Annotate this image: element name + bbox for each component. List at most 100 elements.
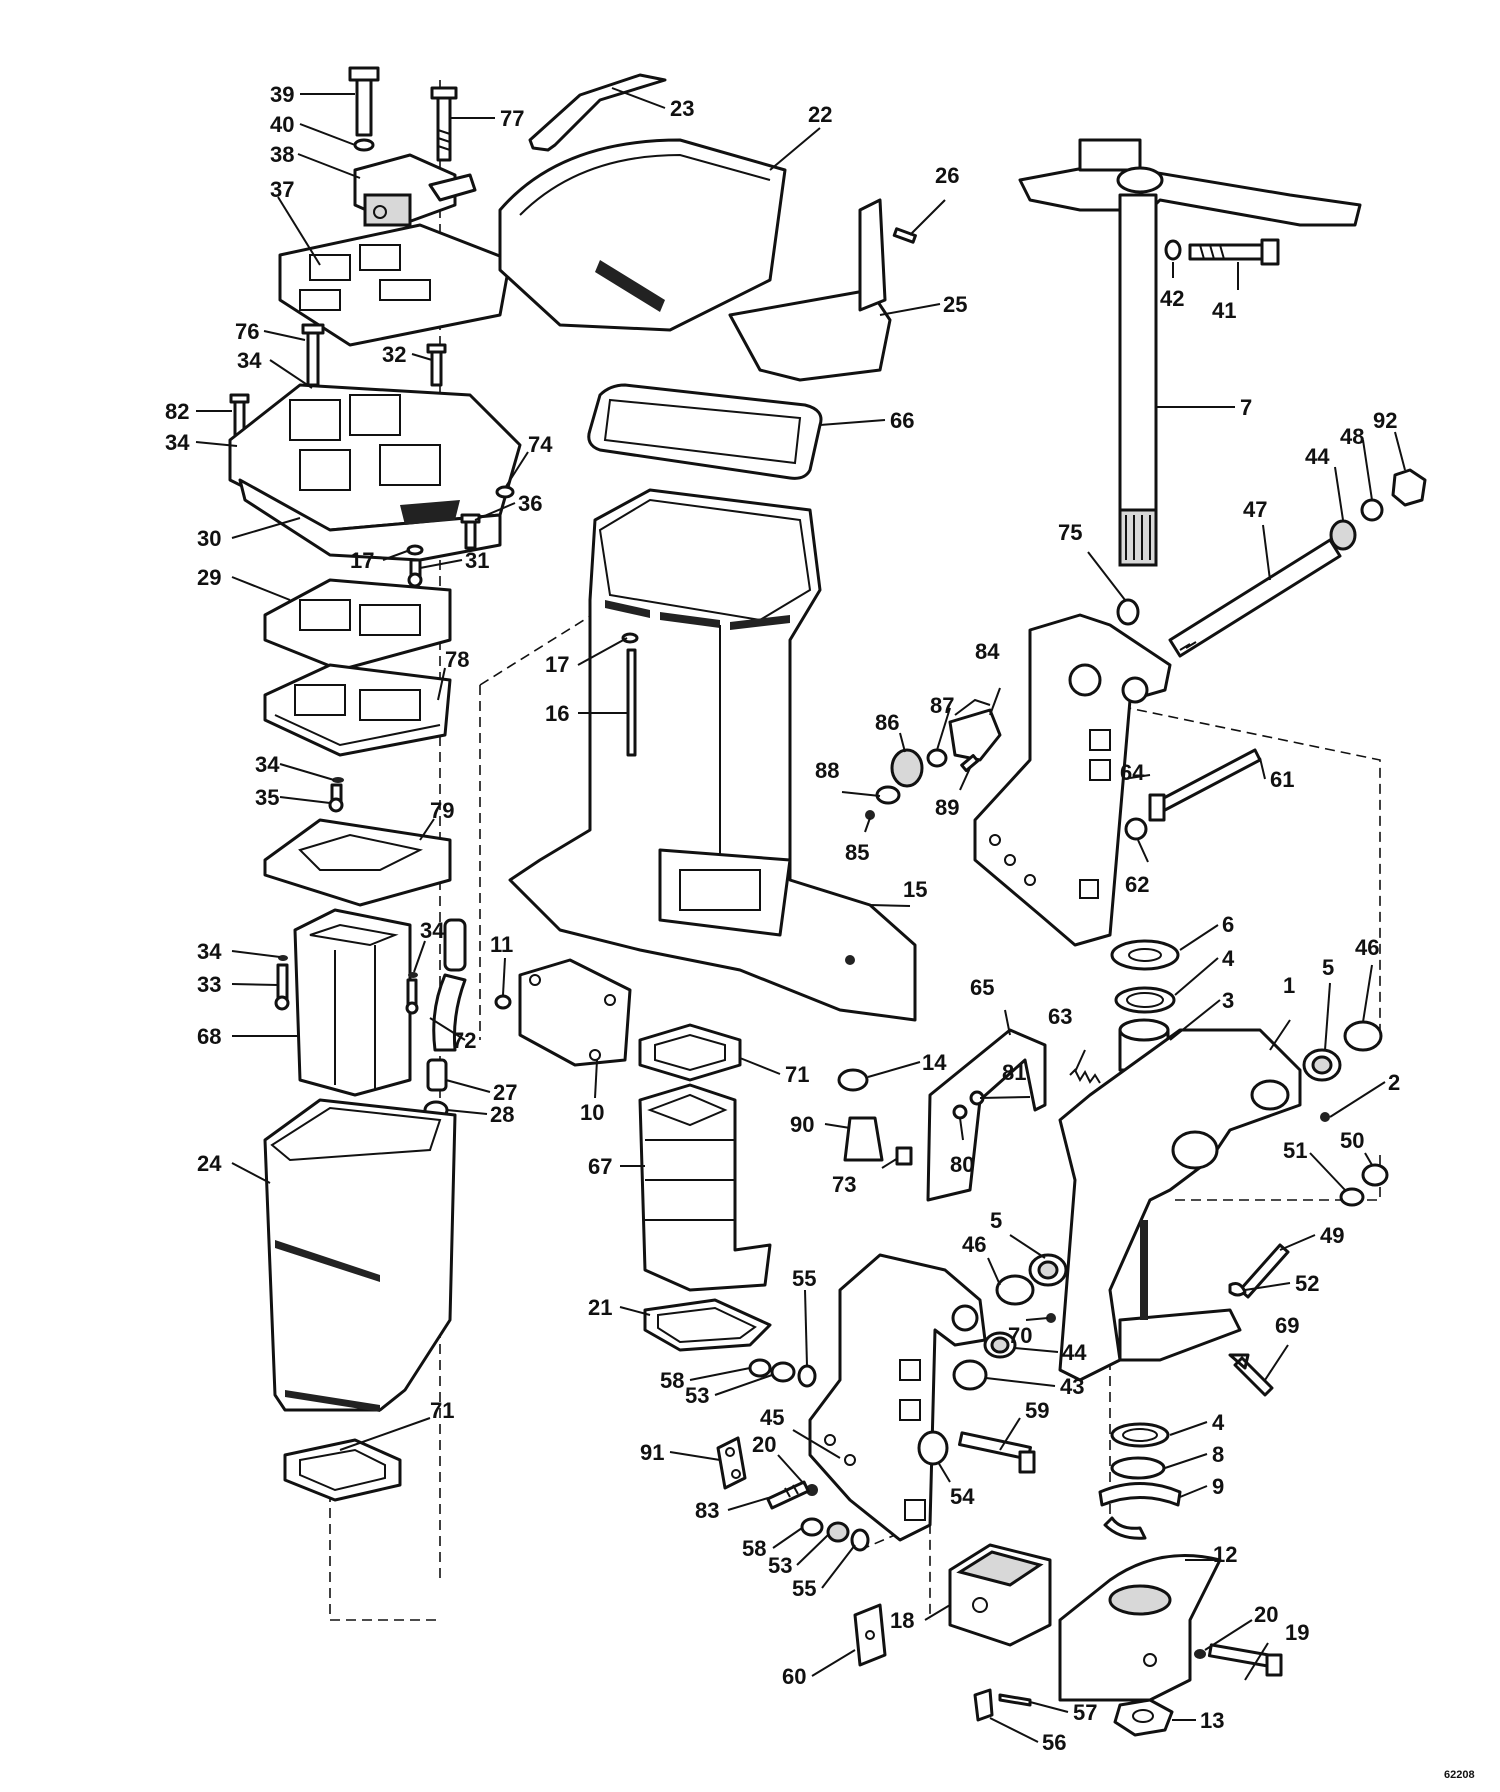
callout-5: 5 [990,1208,1002,1233]
seal-71b [638,1023,742,1082]
callout-49: 49 [1320,1223,1344,1248]
callout-6: 6 [1222,912,1234,937]
screw-26 [892,227,917,244]
tilt-lock-bracket-65 [926,1028,1047,1202]
hose-72 [432,918,467,1052]
callout-38: 38 [270,142,294,167]
callout-7: 7 [1240,395,1252,420]
callout-25: 25 [943,292,967,317]
washer-55a [797,1364,817,1388]
callout-69: 69 [1275,1313,1299,1338]
callout-50: 50 [1340,1128,1364,1153]
callout-58: 58 [660,1368,684,1393]
callout-14: 14 [922,1050,947,1075]
callout-55: 55 [792,1576,816,1601]
screw-69 [1228,1353,1274,1397]
bushing-75 [1116,598,1140,626]
screw-33 [274,963,290,1011]
callout-57: 57 [1073,1700,1097,1725]
callout-46: 46 [1355,935,1379,960]
screw-57 [998,1693,1032,1707]
callout-8: 8 [1212,1442,1224,1467]
callout-53: 53 [685,1383,709,1408]
screw-31 [407,558,423,588]
callout-91: 91 [640,1440,664,1465]
callout-28: 28 [490,1102,514,1127]
screw-89 [960,754,980,773]
callout-12: 12 [1213,1542,1237,1567]
motor-cover-22 [498,138,787,332]
callout-47: 47 [1243,497,1267,522]
callout-22: 22 [808,102,832,127]
nut-53a [770,1361,796,1383]
switch-84 [948,698,1002,762]
bushing-58a [748,1358,772,1378]
bushing-5b [1028,1253,1068,1287]
exhaust-tube-68 [293,908,412,1097]
nut-92 [1391,468,1427,507]
washer-44a [1329,519,1357,551]
callout-39: 39 [270,82,294,107]
bolt-39 [348,66,380,137]
callout-86: 86 [875,710,899,735]
callout-20: 20 [1254,1602,1278,1627]
callout-90: 90 [790,1112,814,1137]
plate-91 [716,1436,747,1490]
clip-52 [1228,1282,1247,1297]
bracket-38 [353,153,477,227]
callout-45: 45 [760,1405,784,1430]
callout-65: 65 [970,975,994,1000]
plate-60 [853,1603,887,1667]
leader-lines [195,87,1406,1743]
rod-61 [1148,748,1262,822]
callout-40: 40 [270,112,294,137]
bushing-4a [1114,986,1176,1014]
callout-1: 1 [1283,973,1295,998]
exhaust-seal-67 [638,1083,772,1292]
callout-78: 78 [445,647,469,672]
callout-35: 35 [255,785,279,810]
callout-76: 76 [235,319,259,344]
callout-17: 17 [545,652,569,677]
callout-41: 41 [1212,298,1236,323]
callout-53: 53 [768,1553,792,1578]
callout-46: 46 [962,1232,986,1257]
callout-70: 70 [1008,1323,1032,1348]
callout-labels: 39 40 77 38 37 76 34 32 82 34 74 36 30 1… [165,82,1475,1781]
callout-85: 85 [845,840,869,865]
drive-shaft-housing-15 [508,488,917,1022]
washer-20b [1194,1649,1206,1659]
bushing-48 [1360,498,1384,522]
callout-34: 34 [420,918,445,943]
callout-34: 34 [237,348,262,373]
nut-44b [983,1331,1017,1359]
callout-34: 34 [255,752,280,777]
bolt-59 [958,1431,1036,1474]
washer-74 [495,485,515,499]
callout-23: 23 [670,96,694,121]
callout-11: 11 [490,932,513,957]
callout-56: 56 [1042,1730,1066,1755]
callout-18: 18 [890,1608,914,1633]
handle-23 [528,73,667,152]
lower-swivel-12 [1058,1554,1222,1702]
gasket-79 [263,818,452,907]
exhaust-housing-24 [263,1098,457,1412]
callout-72: 72 [452,1028,476,1053]
bolt-77 [430,86,458,162]
cover-25 [728,198,892,382]
callout-64: 64 [1120,760,1145,785]
gasket-37 [278,223,512,347]
plug-90 [843,1116,884,1162]
washer-34c [332,777,344,783]
callout-36: 36 [518,491,542,516]
washer-20a [806,1484,818,1496]
thrust-washer-6 [1110,939,1180,971]
callout-60: 60 [782,1664,806,1689]
callout-61: 61 [1270,767,1294,792]
bolt-16 [626,648,637,757]
washer-17b [621,632,639,644]
callout-17: 17 [350,548,374,573]
screw-2 [1320,1112,1330,1122]
